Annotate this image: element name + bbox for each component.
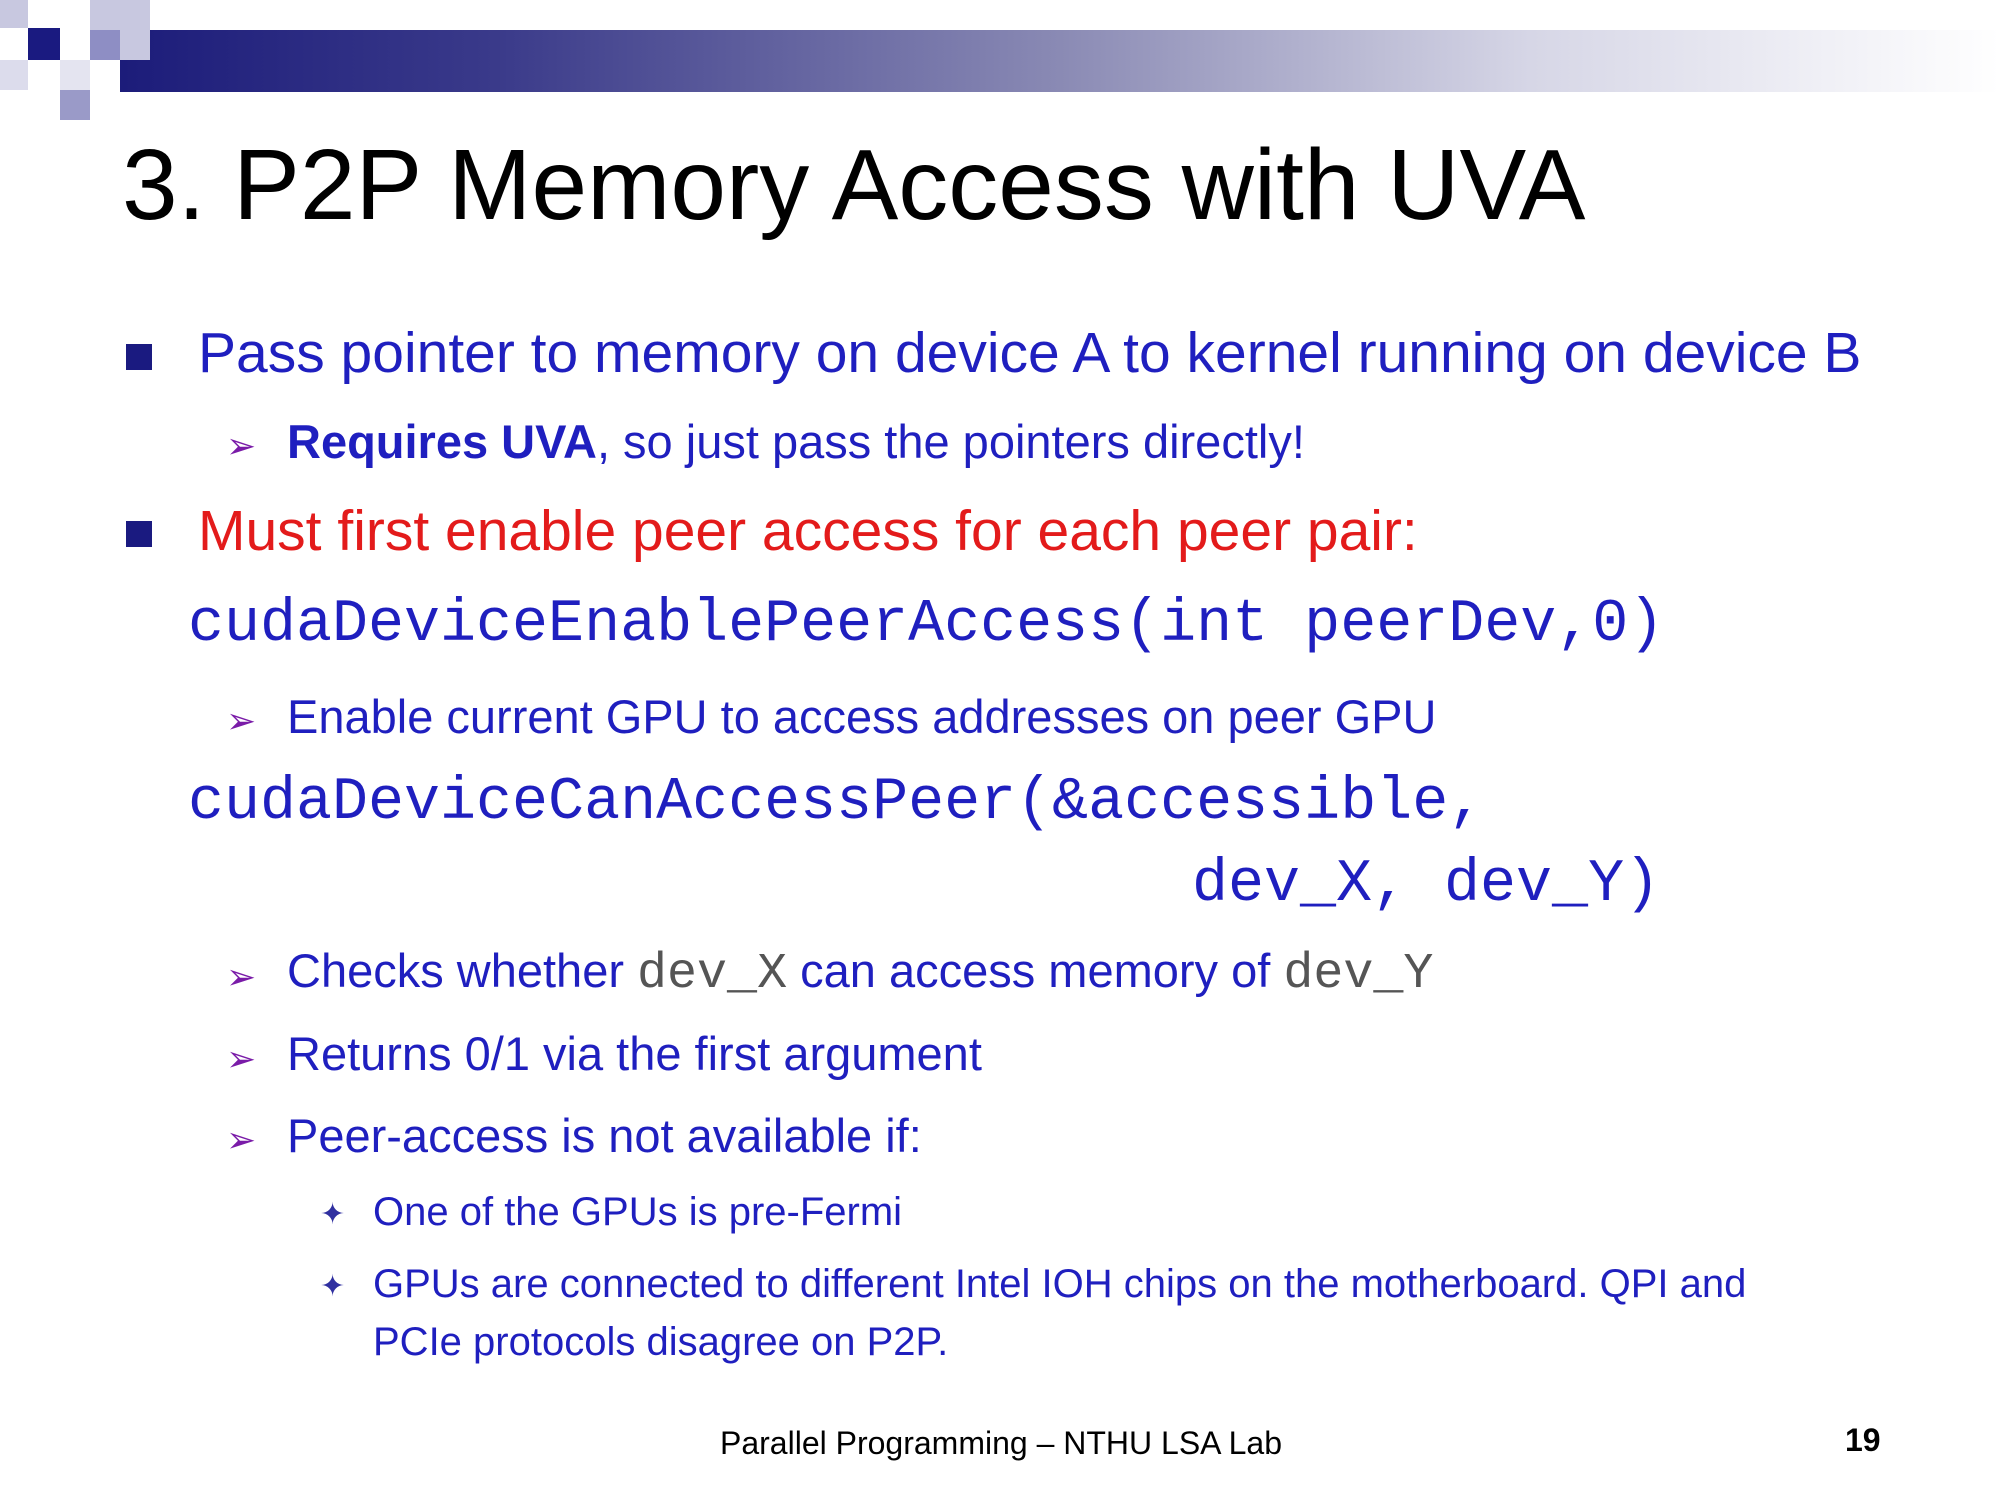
requires-uva-rest: , so just pass the pointers directly!: [596, 415, 1305, 468]
header-square-mid: [60, 90, 90, 120]
arrow-bullet-icon: ➢: [226, 1038, 257, 1079]
sub-bullet-not-available: Peer-access is not available if:: [287, 1109, 922, 1162]
sub-bullet-requires-uva: Requires UVA, so just pass the pointers …: [287, 416, 1305, 468]
condition-ioh-line2: PCIe protocols disagree on P2P.: [373, 1320, 949, 1364]
arrow-bullet-icon: ➢: [226, 1119, 257, 1160]
header-square-mid: [90, 30, 120, 60]
sub-bullet-checks-whether: Checks whether dev_X can access memory o…: [287, 945, 1433, 1002]
checks-code-dev-x: dev_X: [637, 946, 788, 1003]
slide-title: 3. P2P Memory Access with UVA: [122, 129, 1586, 241]
arrow-bullet-icon: ➢: [226, 425, 257, 466]
checks-text-pre: Checks whether: [287, 944, 638, 997]
checks-code-dev-y: dev_Y: [1283, 946, 1434, 1003]
condition-pre-fermi: One of the GPUs is pre-Fermi: [373, 1190, 903, 1234]
header-square-light: [0, 60, 28, 90]
header-gradient-bar: [120, 30, 2000, 92]
requires-uva-bold: Requires UVA: [287, 415, 597, 468]
arrow-bullet-icon: ➢: [226, 956, 257, 997]
diamond-bullet-icon: ✦: [320, 1270, 346, 1303]
code-can-access-peer-line2: dev_X, dev_Y): [1192, 851, 1661, 919]
bullet-square-icon: [126, 521, 152, 547]
sub-bullet-enable-gpu: Enable current GPU to access addresses o…: [287, 690, 1437, 743]
arrow-bullet-icon: ➢: [226, 700, 257, 741]
footer-text: Parallel Programming – NTHU LSA Lab: [720, 1425, 1283, 1461]
bullet-square-icon: [126, 344, 152, 370]
bullet-enable-peer-access: Must first enable peer access for each p…: [198, 499, 1418, 563]
condition-ioh-line1: GPUs are connected to different Intel IO…: [373, 1262, 1747, 1306]
header-square-light: [60, 60, 90, 90]
code-can-access-peer-line1: cudaDeviceCanAccessPeer(&accessible,: [188, 769, 1485, 837]
header-square-dark: [28, 28, 60, 60]
checks-text-mid: can access memory of: [787, 944, 1284, 997]
header-square-light: [0, 0, 28, 28]
sub-bullet-returns: Returns 0/1 via the first argument: [287, 1027, 982, 1080]
page-number: 19: [1845, 1422, 1881, 1458]
bullet-pass-pointer: Pass pointer to memory on device A to ke…: [198, 321, 1862, 385]
code-enable-peer-access: cudaDeviceEnablePeerAccess(int peerDev,0…: [188, 591, 1665, 659]
diamond-bullet-icon: ✦: [320, 1198, 346, 1231]
